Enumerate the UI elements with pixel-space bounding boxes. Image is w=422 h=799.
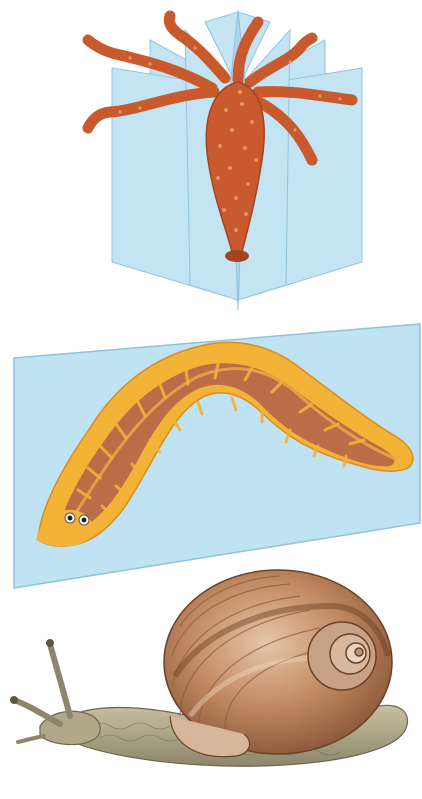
snail-illustration	[0, 566, 422, 799]
asymmetry-panel	[0, 566, 422, 799]
radial-symmetry-panel	[0, 0, 422, 310]
snail-eyestalk-upper	[50, 644, 70, 716]
snail-lower-tentacle	[18, 736, 44, 742]
shell-spiral	[308, 622, 376, 690]
radial-symmetry-illustration	[0, 0, 422, 310]
snail-eyes	[10, 639, 54, 704]
snail-eyestalk-lower	[14, 700, 60, 724]
bilateral-symmetry-panel	[0, 318, 422, 598]
bilateral-symmetry-illustration	[0, 318, 422, 598]
